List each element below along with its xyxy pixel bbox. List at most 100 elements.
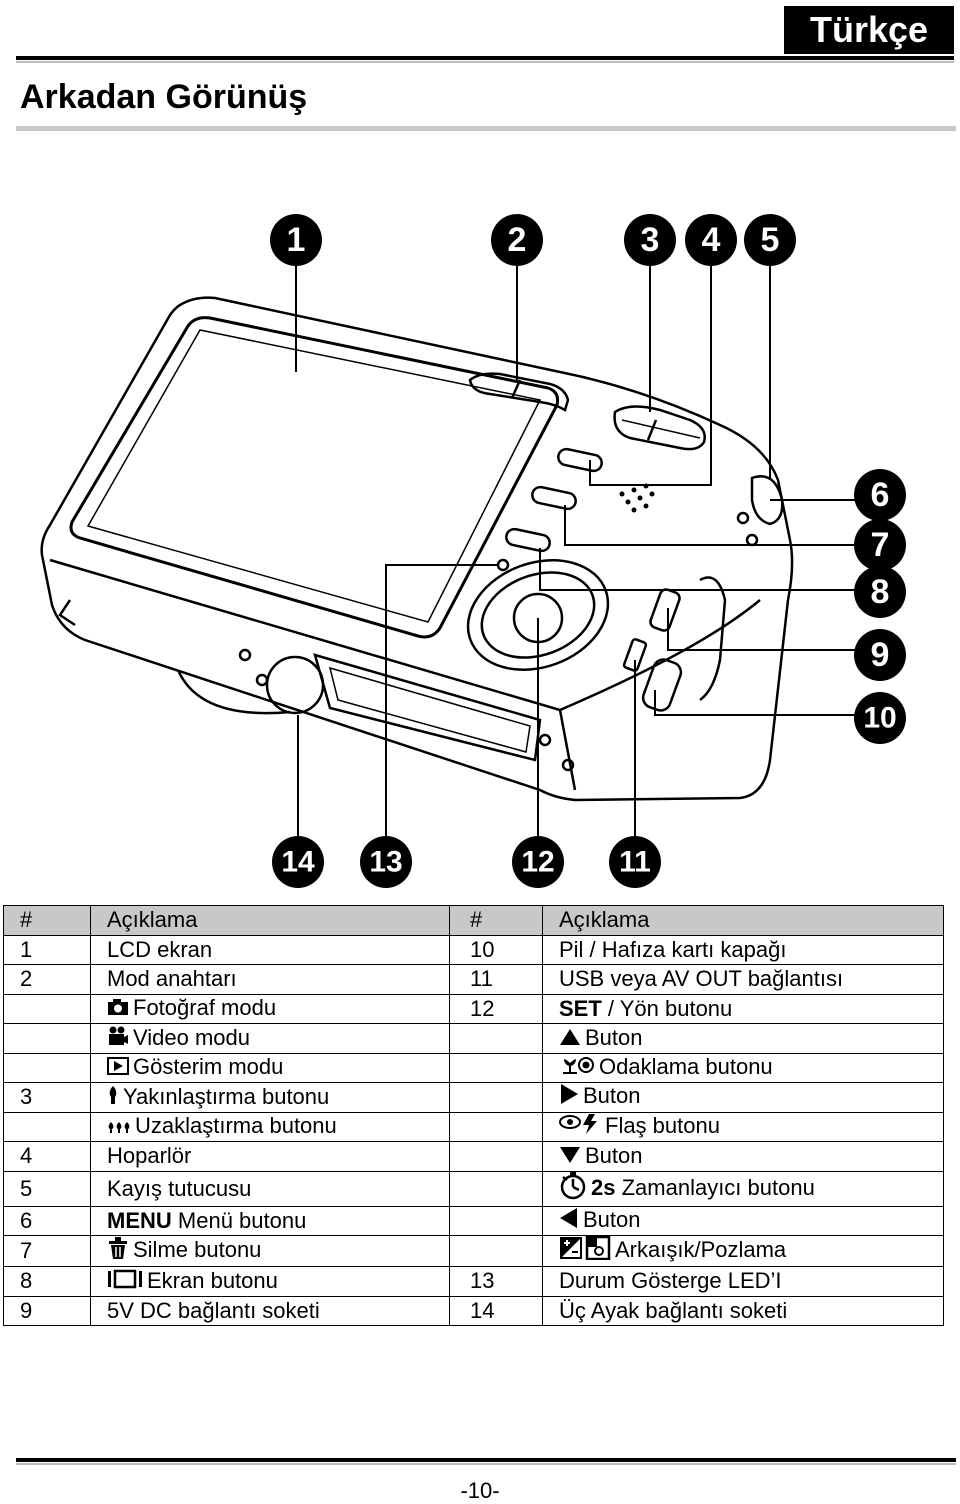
description-text: Odaklama butonu xyxy=(599,1054,773,1080)
svg-text:13: 13 xyxy=(369,846,402,879)
svg-text:10: 10 xyxy=(863,702,896,735)
description-text: Buton xyxy=(585,1024,643,1050)
callout-leader-lines xyxy=(295,265,858,838)
svg-text:9: 9 xyxy=(871,636,890,674)
svg-text:2: 2 xyxy=(508,221,527,259)
row-number-left: 8 xyxy=(3,1266,91,1297)
table-row: 5 Kayış tutucusu 2s Zamanlayıcı butonu xyxy=(3,1170,944,1207)
video-camera-icon xyxy=(107,1026,129,1052)
row-description-right: Buton xyxy=(542,1141,944,1172)
row-description-left: Yakınlaştırma butonu xyxy=(90,1082,450,1113)
row-number-right xyxy=(449,1141,543,1172)
row-description-right: 2s Zamanlayıcı butonu xyxy=(542,1170,944,1207)
row-number-right xyxy=(449,1082,543,1113)
description-text: Gösterim modu xyxy=(133,1054,284,1080)
row-number-left: 3 xyxy=(3,1082,91,1113)
svg-text:12: 12 xyxy=(521,846,554,879)
row-description-right: Buton xyxy=(542,1205,944,1236)
description-text: LCD ekran xyxy=(107,936,213,962)
description-text: Menü butonu xyxy=(171,1207,307,1233)
description-text: Video modu xyxy=(133,1024,251,1050)
up-arrow-icon xyxy=(559,1026,581,1052)
right-arrow-icon xyxy=(559,1083,579,1111)
row-description-right: SET / Yön butonu xyxy=(542,993,944,1024)
zoom-in-icon xyxy=(107,1085,119,1111)
row-description-left: Hoparlör xyxy=(90,1141,450,1172)
flash-icon xyxy=(559,1113,601,1141)
row-number-left xyxy=(3,993,91,1024)
header-number-2: # xyxy=(449,905,543,936)
zoom-out-icon xyxy=(107,1114,131,1140)
row-description-right: Odaklama butonu xyxy=(542,1052,944,1083)
callout-6: 6 xyxy=(854,469,906,521)
table-header-row: # Açıklama # Açıklama xyxy=(3,905,944,936)
callout-2: 2 xyxy=(491,214,543,266)
row-number-right: 12 xyxy=(449,993,543,1024)
table-row: Gösterim modu Odaklama butonu xyxy=(3,1052,944,1083)
row-description-left: MENU Menü butonu xyxy=(90,1205,450,1236)
callout-12: 12 xyxy=(512,836,564,888)
bold-label: SET xyxy=(559,995,602,1021)
row-number-left xyxy=(3,1052,91,1083)
row-number-left: 5 xyxy=(3,1170,91,1207)
camera-icon xyxy=(107,996,129,1022)
bold-label: MENU xyxy=(107,1207,172,1233)
top-rule xyxy=(16,56,954,60)
exposure-icon xyxy=(559,1235,611,1266)
bottom-rule xyxy=(16,1458,956,1462)
table-row: Video modu Buton xyxy=(3,1023,944,1054)
row-number-right xyxy=(449,1170,543,1207)
svg-text:6: 6 xyxy=(871,476,890,514)
title-underline xyxy=(16,126,956,131)
callout-3: 3 xyxy=(624,214,676,266)
row-number-right: 11 xyxy=(449,964,543,995)
row-number-right xyxy=(449,1052,543,1083)
top-rule-shadow xyxy=(16,61,954,63)
row-description-right: Flaş butonu xyxy=(542,1111,944,1142)
table-row: 3 Yakınlaştırma butonu Buton xyxy=(3,1082,944,1113)
description-text: Hoparlör xyxy=(107,1143,192,1169)
camera-body-outline xyxy=(40,296,794,802)
row-number-right xyxy=(449,1111,543,1142)
description-text: Fotoğraf modu xyxy=(133,995,277,1021)
description-text: Buton xyxy=(583,1083,641,1109)
row-number-right: 14 xyxy=(449,1295,543,1326)
macro-focus-icon xyxy=(559,1055,595,1081)
display-icon xyxy=(107,1269,143,1295)
row-description-left: Uzaklaştırma butonu xyxy=(90,1111,450,1142)
row-number-right xyxy=(449,1205,543,1236)
description-text: 5V DC bağlantı soketi xyxy=(107,1297,320,1323)
description-text: Yakınlaştırma butonu xyxy=(123,1083,330,1109)
svg-text:5: 5 xyxy=(761,221,780,259)
language-badge: Türkçe xyxy=(784,6,954,54)
svg-text:4: 4 xyxy=(702,221,721,259)
callouts-bottom: 14 13 12 11 xyxy=(272,836,661,888)
row-description-right: Durum Gösterge LED’I xyxy=(542,1266,944,1297)
playback-icon xyxy=(107,1055,129,1081)
table-row: Uzaklaştırma butonu Flaş butonu xyxy=(3,1111,944,1142)
description-text: Kayış tutucusu xyxy=(107,1175,252,1201)
page-title: Arkadan Görünüş xyxy=(20,78,308,116)
svg-text:1: 1 xyxy=(287,221,306,259)
svg-text:14: 14 xyxy=(281,846,315,879)
callout-9: 9 xyxy=(854,629,906,681)
description-text: Ekran butonu xyxy=(147,1267,278,1293)
callout-14: 14 xyxy=(272,836,324,888)
description-text: Pil / Hafıza kartı kapağı xyxy=(559,936,787,962)
callout-8: 8 xyxy=(854,566,906,618)
trash-icon xyxy=(107,1236,129,1266)
camera-rear-view-figure: 1 2 3 4 5 6 7 8 9 10 14 13 12 11 xyxy=(40,214,906,888)
row-number-left: 1 xyxy=(3,934,91,965)
header-description-2: Açıklama xyxy=(542,905,944,936)
header-number: # xyxy=(3,905,91,936)
row-description-left: Ekran butonu xyxy=(90,1266,450,1297)
row-number-left: 9 xyxy=(3,1295,91,1326)
row-description-left: Silme butonu xyxy=(90,1235,450,1267)
row-number-left xyxy=(3,1023,91,1054)
